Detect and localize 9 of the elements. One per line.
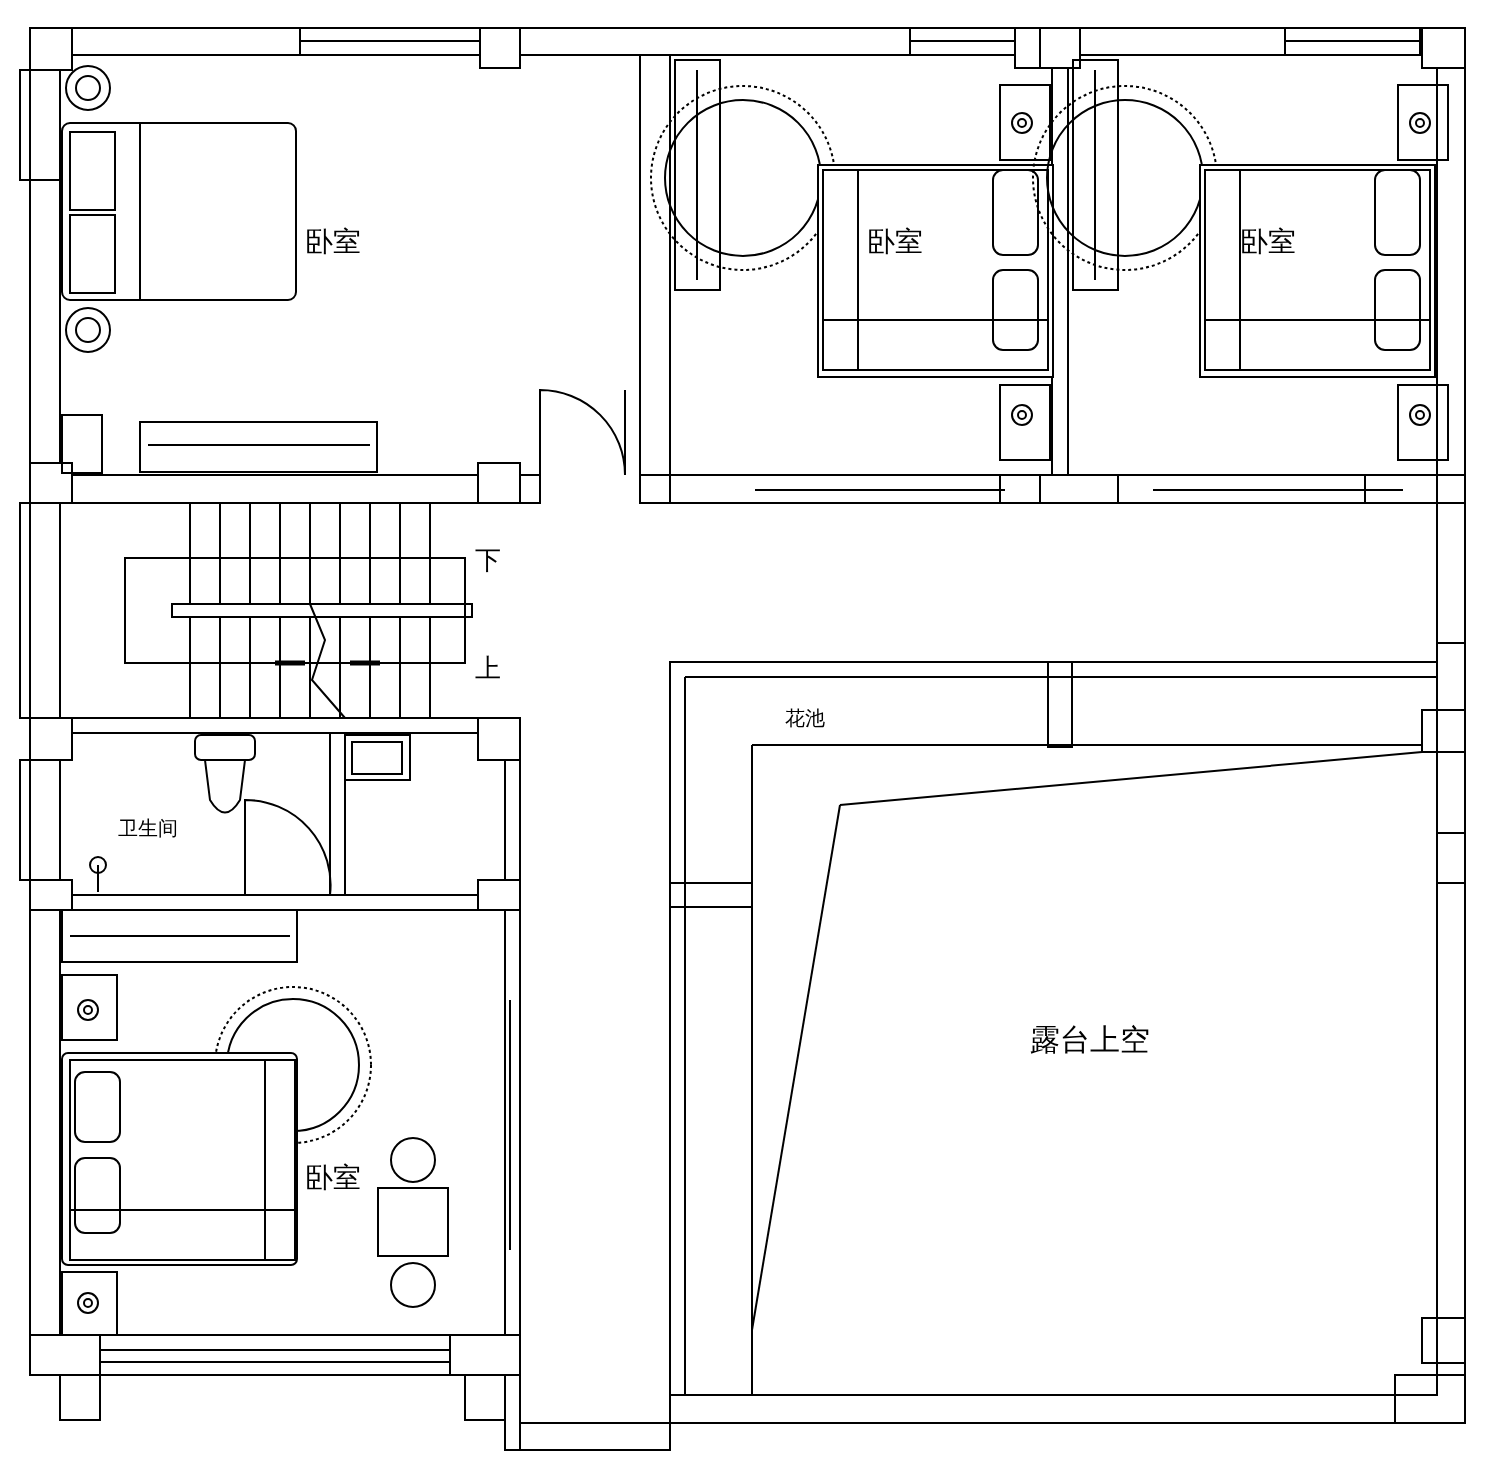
room-label: 花池 — [785, 708, 825, 728]
room-label: 卧室 — [305, 228, 361, 256]
room-label: 卧室 — [1240, 228, 1296, 256]
stair-label: 下 — [475, 547, 501, 573]
room-label: 露台上空 — [1030, 1025, 1150, 1055]
room-label: 卫生间 — [118, 818, 178, 838]
room-label: 卧室 — [305, 1164, 361, 1192]
room-label: 卧室 — [867, 228, 923, 256]
stair-label: 上 — [475, 655, 501, 681]
